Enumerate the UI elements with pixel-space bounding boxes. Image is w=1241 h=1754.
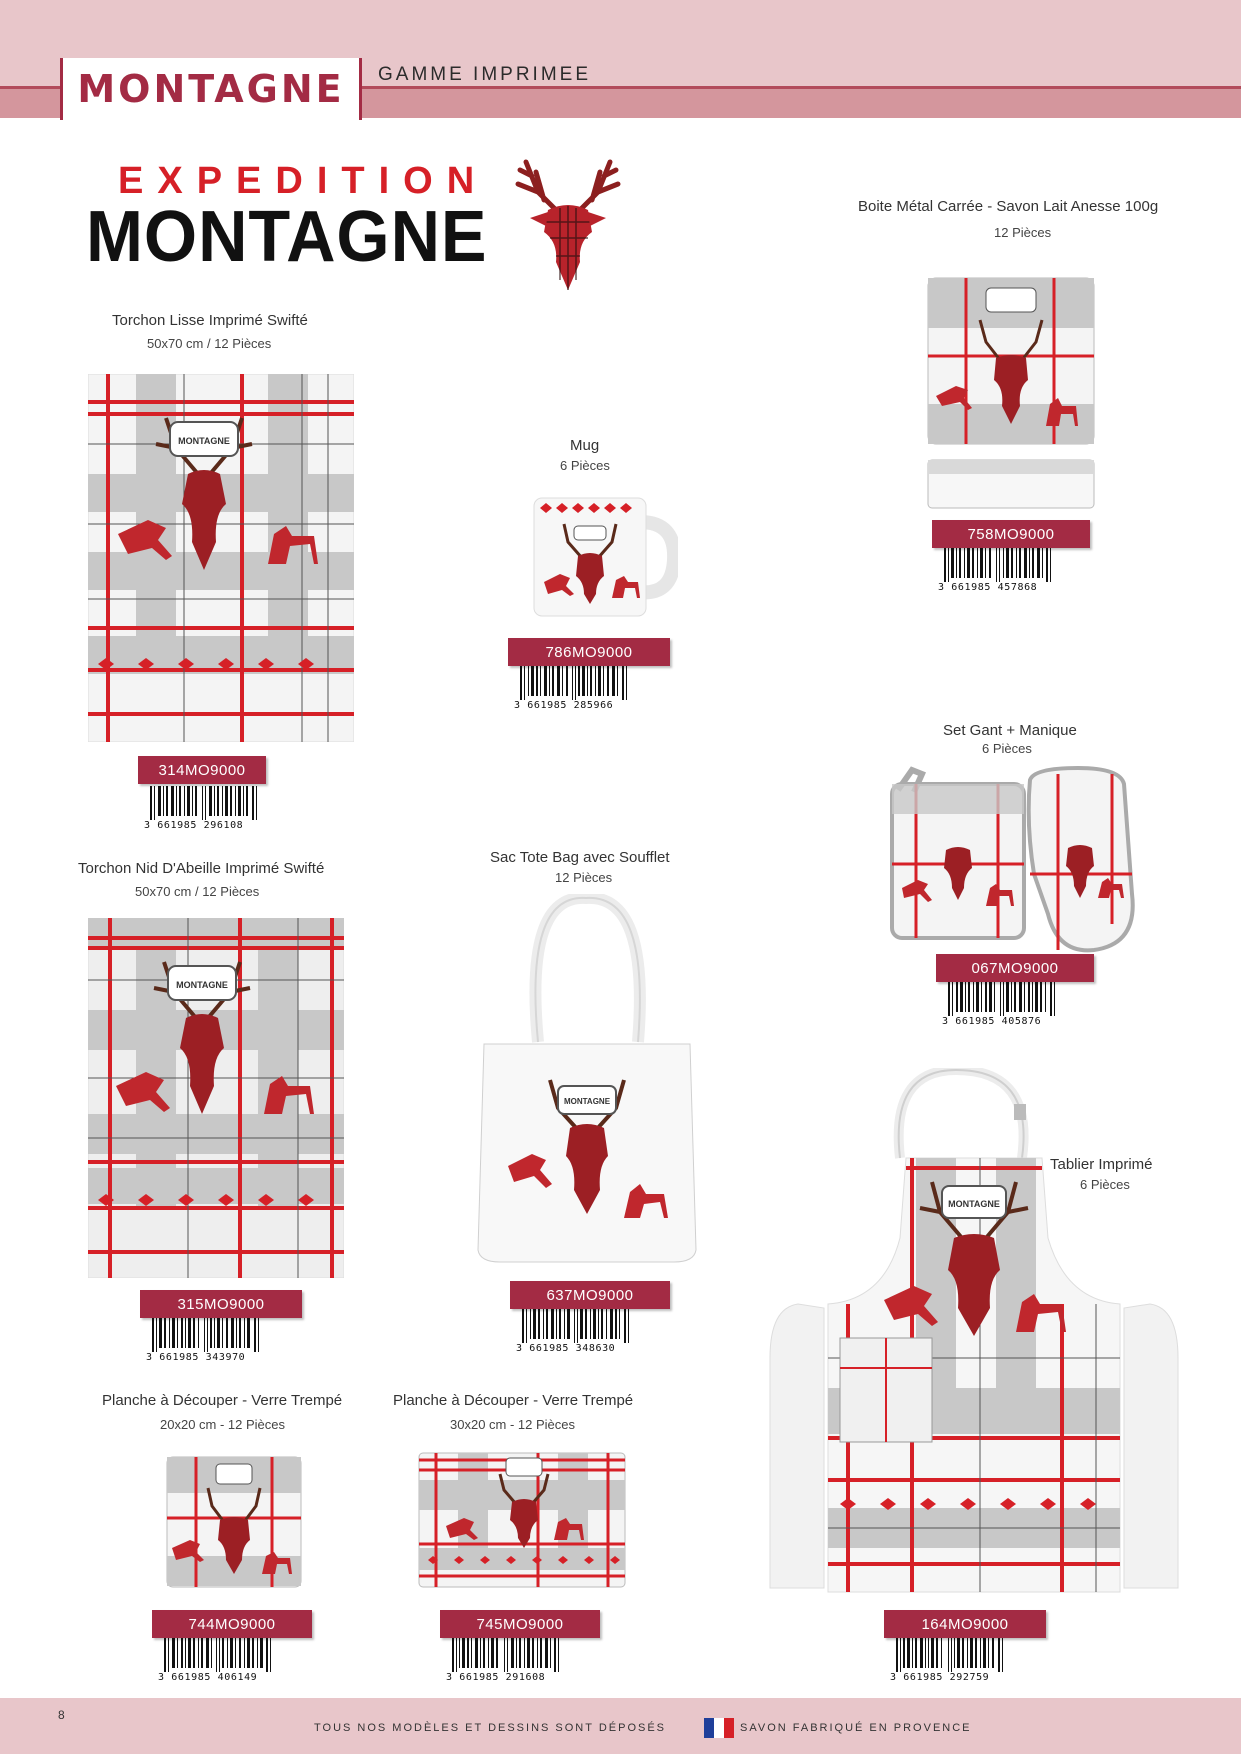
product-sub-set-gant: 6 Pièces [982, 741, 1032, 756]
planche-30-image [418, 1452, 626, 1588]
barcode-planche-30: 3 661985 291608 [446, 1638, 566, 1686]
product-sub-planche-30: 30x20 cm - 12 Pièces [450, 1417, 576, 1432]
barcode-boite: 3 661985 457868 [938, 548, 1058, 596]
product-sub-torchon-nid: 50x70 cm / 12 Pièces [135, 884, 260, 899]
torchon-nid-image: MONTAGNE [88, 918, 344, 1278]
tablier-image: MONTAGNE [769, 1068, 1179, 1593]
barcode-planche-20: 3 661985 406149 [158, 1638, 278, 1686]
ref-mug: 786MO9000 [508, 638, 670, 666]
print-badge-torchon-lisse: MONTAGNE [178, 436, 230, 446]
ean-torchon-nid: 3 661985 343970 [146, 1352, 246, 1363]
product-title-planche-20: Planche à Découper - Verre Trempé [102, 1392, 343, 1409]
ref-tablier: 164MO9000 [884, 1610, 1046, 1638]
product-title-tablier: Tablier Imprimé [1050, 1156, 1153, 1173]
footer-band [0, 1698, 1241, 1754]
product-sub-planche-20: 20x20 cm - 12 Pièces [160, 1417, 286, 1432]
ref-set-gant: 067MO9000 [936, 954, 1094, 982]
tote-bag-image: MONTAGNE [477, 894, 697, 1263]
product-sub-tablier: 6 Pièces [1080, 1177, 1130, 1192]
barcode-torchon-nid: 3 661985 343970 [146, 1318, 266, 1366]
product-title-sac: Sac Tote Bag avec Soufflet [490, 849, 670, 866]
boite-image [927, 277, 1095, 509]
product-sub-boite: 12 Pièces [994, 225, 1052, 240]
product-title-torchon-lisse: Torchon Lisse Imprimé Swifté [112, 312, 308, 329]
torchon-lisse-image: MONTAGNE [88, 374, 354, 742]
ean-mug: 3 661985 285966 [514, 700, 614, 711]
footer-provence: SAVON FABRIQUÉ EN PROVENCE [740, 1722, 972, 1734]
ref-boite: 758MO9000 [932, 520, 1090, 548]
barcode-set-gant: 3 661985 405876 [942, 982, 1062, 1030]
logo-line2: MONTAGNE [86, 197, 488, 277]
ean-sac: 3 661985 348630 [516, 1343, 616, 1354]
barcode-mug: 3 661985 285966 [514, 666, 634, 714]
stag-logo-icon [515, 159, 621, 290]
logo-line1: EXPEDITION [118, 160, 489, 202]
page-number: 8 [58, 1708, 65, 1722]
print-badge-torchon-nid: MONTAGNE [176, 980, 228, 990]
ean-torchon-lisse: 3 661985 296108 [144, 820, 244, 831]
ean-boite: 3 661985 457868 [938, 582, 1038, 593]
footer-copyright: TOUS NOS MODÈLES ET DESSINS SONT DÉPOSÉS [314, 1722, 667, 1734]
product-title-set-gant: Set Gant + Manique [943, 722, 1077, 739]
print-badge-tablier: MONTAGNE [948, 1199, 1000, 1209]
barcode-torchon-lisse: 3 661985 296108 [144, 786, 264, 834]
french-flag-icon [704, 1718, 734, 1738]
ean-tablier: 3 661985 292759 [890, 1672, 990, 1683]
header-title: MONTAGNE [77, 67, 345, 111]
header-subtitle: GAMME IMPRIMEE [378, 64, 592, 85]
ref-torchon-lisse: 314MO9000 [138, 756, 266, 784]
ref-planche-30: 745MO9000 [440, 1610, 600, 1638]
barcode-tablier: 3 661985 292759 [890, 1638, 1010, 1686]
print-badge-tote-bag: MONTAGNE [564, 1097, 611, 1106]
product-title-planche-30: Planche à Découper - Verre Trempé [393, 1392, 634, 1409]
product-title-boite: Boite Métal Carrée - Savon Lait Anesse 1… [858, 198, 1159, 215]
header-title-box: MONTAGNE [60, 58, 362, 120]
barcode-sac: 3 661985 348630 [516, 1309, 636, 1357]
product-title-torchon-nid: Torchon Nid D'Abeille Imprimé Swifté [78, 860, 325, 877]
ref-sac: 637MO9000 [510, 1281, 670, 1309]
ref-planche-20: 744MO9000 [152, 1610, 312, 1638]
ean-planche-30: 3 661985 291608 [446, 1672, 546, 1683]
product-sub-sac: 12 Pièces [555, 870, 613, 885]
ref-torchon-nid: 315MO9000 [140, 1290, 302, 1318]
ean-set-gant: 3 661985 405876 [942, 1016, 1042, 1027]
product-title-mug: Mug [570, 437, 600, 454]
planche-20-image [166, 1456, 302, 1588]
mug-image [533, 497, 678, 617]
product-sub-mug: 6 Pièces [560, 458, 610, 473]
set-gant-image [890, 765, 1135, 953]
ean-planche-20: 3 661985 406149 [158, 1672, 258, 1683]
product-sub-torchon-lisse: 50x70 cm / 12 Pièces [147, 336, 272, 351]
